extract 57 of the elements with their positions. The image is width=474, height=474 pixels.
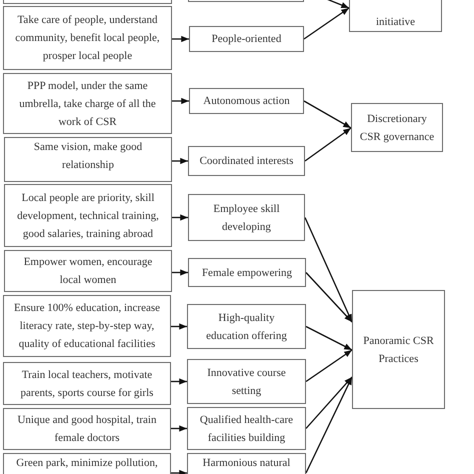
source-box xyxy=(4,137,172,182)
box-text: Female empowering xyxy=(202,266,292,280)
arrow xyxy=(306,272,352,322)
box-text: Unique and good hospital, train female doctors xyxy=(16,413,158,446)
arrow xyxy=(305,376,353,474)
category-box xyxy=(188,146,305,176)
category-box xyxy=(188,258,306,287)
box-text: Same vision, make good relationship xyxy=(32,140,144,173)
box-text: Discretionary CSR governance xyxy=(358,112,436,144)
box-text: Panoramic CSR Practices xyxy=(362,334,435,366)
box-text: initiative xyxy=(376,15,416,30)
box-text: Employee skill developing xyxy=(212,202,281,234)
box-text: Local people are priority, skill development, technical training, good salaries, training abroad xyxy=(16,190,160,242)
arrow xyxy=(172,98,189,104)
category-box xyxy=(188,194,305,241)
box-text: Autonomous action xyxy=(203,94,290,109)
box-text: Train local teachers, motivate parents, sports course for girls xyxy=(20,368,154,400)
source-box xyxy=(3,73,172,134)
outcome-box xyxy=(352,290,445,409)
source-box xyxy=(3,295,171,357)
source-box xyxy=(3,408,171,450)
category-box xyxy=(187,304,306,349)
outcome-box xyxy=(351,103,443,152)
arrow xyxy=(304,217,353,322)
arrow xyxy=(172,36,189,42)
arrow xyxy=(172,158,188,164)
arrow xyxy=(304,100,352,129)
box-text: High-quality education offering xyxy=(205,310,288,344)
box-text: Coordinated interests xyxy=(200,154,294,169)
category-box xyxy=(187,407,306,450)
box-text: Take care of people, understand community, benefit local people, prosper local people xyxy=(14,13,161,64)
box-text: Harmonious natural xyxy=(202,456,290,471)
arrow xyxy=(171,378,187,385)
box-text: Green park, minimize pollution, xyxy=(16,456,158,471)
box-text: Ensure 100% education, increase literacy rate, step-by-step way, quality of educational facilities xyxy=(13,301,161,352)
box-text: Qualified health-care facilities building xyxy=(198,412,294,446)
source-box xyxy=(3,362,171,405)
arrow xyxy=(172,269,188,276)
arrow xyxy=(304,7,350,40)
box-text: Empower women, encourage local women xyxy=(22,255,154,288)
category-box xyxy=(189,88,304,114)
box-text: Innovative course setting xyxy=(206,366,287,398)
arrow xyxy=(306,349,352,382)
source-box xyxy=(4,184,172,247)
source-box xyxy=(3,6,172,70)
arrow xyxy=(171,323,187,330)
arrow xyxy=(304,127,352,162)
arrow xyxy=(171,470,187,474)
category-box xyxy=(189,26,304,52)
box-text: People-oriented xyxy=(212,32,282,47)
arrow xyxy=(171,425,187,432)
arrow xyxy=(172,214,188,221)
box-text: PPP model, under the same umbrella, take charge of all the work of CSR xyxy=(18,78,157,130)
arrow xyxy=(306,376,352,429)
arrow xyxy=(306,326,352,351)
source-box xyxy=(4,250,172,292)
category-box xyxy=(187,359,306,404)
